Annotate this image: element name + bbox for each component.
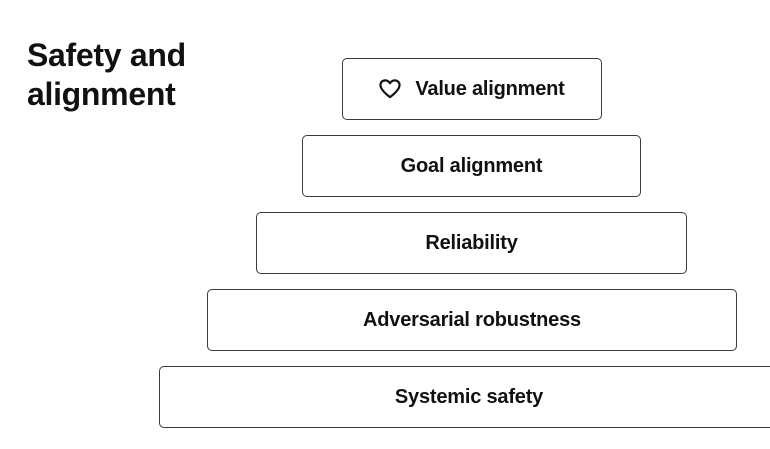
tier-adversarial-robustness: Adversarial robustness [207, 289, 737, 351]
heart-icon [379, 79, 401, 99]
tier-value-alignment: Value alignment [342, 58, 602, 120]
tier-reliability: Reliability [256, 212, 687, 274]
title-line-1: Safety and [27, 37, 186, 73]
tier-label: Reliability [425, 231, 518, 254]
tier-systemic-safety: Systemic safety [159, 366, 770, 428]
tier-label: Adversarial robustness [363, 308, 581, 331]
title-line-2: alignment [27, 76, 176, 112]
tier-goal-alignment: Goal alignment [302, 135, 641, 197]
tier-label: Systemic safety [394, 385, 544, 408]
page-title: Safety and alignment [27, 36, 247, 114]
tier-label: Value alignment [415, 77, 565, 100]
tier-label: Goal alignment [400, 154, 543, 177]
